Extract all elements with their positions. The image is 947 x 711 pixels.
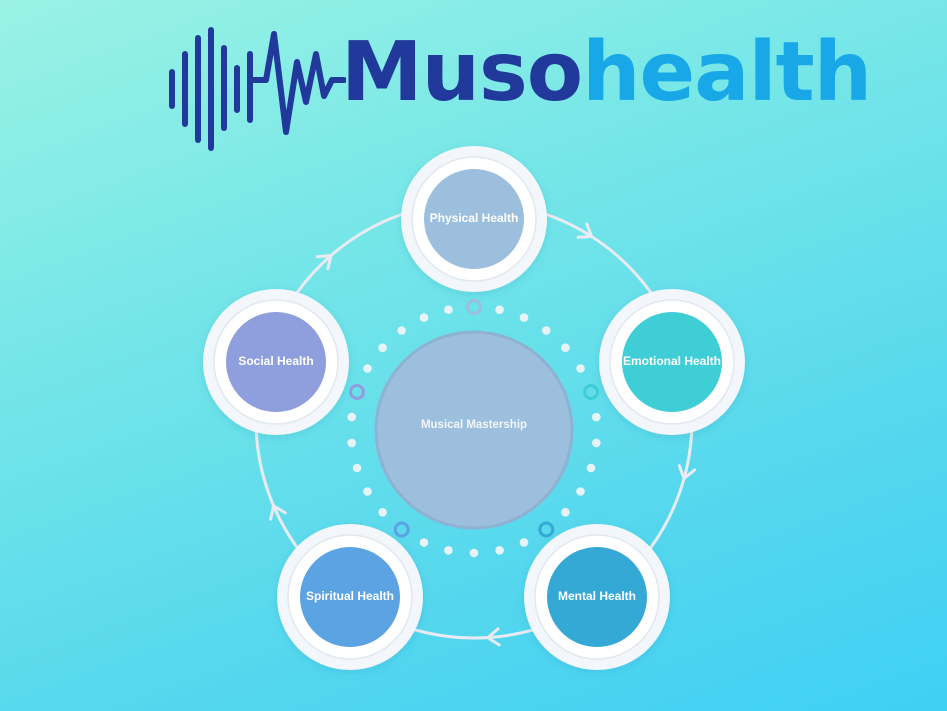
- ring-dot: [495, 546, 504, 555]
- ring-dot: [592, 412, 601, 422]
- center-label: Musical Mastership: [421, 419, 527, 431]
- ring-dot: [592, 438, 601, 448]
- node-fill: [424, 169, 524, 269]
- node-spiritual: Spiritual Health: [277, 524, 423, 670]
- sound-wave-heartbeat-icon: [169, 27, 346, 151]
- node-label: Emotional Health: [623, 354, 721, 368]
- accent-ring: [393, 521, 410, 538]
- accent-ring: [583, 384, 599, 400]
- ring-dot: [347, 438, 357, 448]
- center-circle: [374, 330, 574, 530]
- node-physical: Physical Health: [401, 146, 547, 292]
- node-label: Social Health: [238, 354, 313, 368]
- musohealth-logo: Musohealth: [166, 24, 872, 154]
- ring-dot: [444, 305, 453, 315]
- cycle-connectors: [254, 213, 697, 647]
- accent-rings: [349, 299, 599, 538]
- node-fill: [300, 547, 400, 647]
- node-social: Social Health: [203, 289, 349, 435]
- center-node: Musical Mastership: [374, 330, 574, 530]
- node-label: Spiritual Health: [306, 589, 394, 603]
- node-label: Physical Health: [430, 211, 519, 225]
- ring-dot: [561, 508, 570, 517]
- ring-dot: [586, 463, 596, 473]
- ring-dot: [347, 412, 357, 422]
- brand-name-part1: Muso: [341, 25, 583, 120]
- accent-ring: [538, 521, 555, 538]
- ring-dot: [397, 326, 407, 335]
- ring-dot: [352, 463, 362, 473]
- accent-ring: [466, 299, 482, 315]
- center-dotted-ring: [347, 305, 601, 558]
- accent-ring: [349, 384, 365, 400]
- ring-dot: [378, 343, 387, 353]
- node-mental: Mental Health: [524, 524, 670, 670]
- ring-dot: [419, 313, 429, 322]
- ring-dot: [542, 326, 551, 335]
- ring-dot: [363, 364, 372, 373]
- node-fill: [622, 312, 722, 412]
- ring-dot: [363, 487, 372, 496]
- connector-arc: [649, 430, 694, 549]
- connector-arrow-icon: [486, 627, 501, 647]
- ring-dot: [419, 538, 429, 547]
- brand-name: Musohealth: [341, 32, 872, 114]
- connector-arrow-icon: [677, 464, 697, 480]
- ring-dot: [519, 313, 529, 322]
- ring-dot: [576, 364, 585, 373]
- ring-dot: [576, 487, 585, 496]
- node-label: Mental Health: [558, 589, 636, 603]
- ring-dot: [378, 508, 387, 517]
- node-emotional: Emotional Health: [599, 289, 745, 435]
- ring-dot: [519, 538, 529, 547]
- ring-dot: [495, 305, 504, 315]
- node-fill: [547, 547, 647, 647]
- connector-arrow-icon: [315, 254, 333, 271]
- connector-arc: [295, 213, 403, 294]
- ring-dot: [444, 546, 453, 555]
- ring-dot: [469, 548, 479, 558]
- node-fill: [226, 312, 326, 412]
- ring-dot: [561, 343, 570, 353]
- connector-arc: [545, 213, 653, 294]
- brand-name-part2: health: [582, 25, 872, 120]
- connector-arrow-icon: [576, 222, 594, 239]
- connector-arc: [254, 430, 298, 549]
- connector-arrow-icon: [269, 504, 287, 521]
- connector-arc: [414, 628, 534, 640]
